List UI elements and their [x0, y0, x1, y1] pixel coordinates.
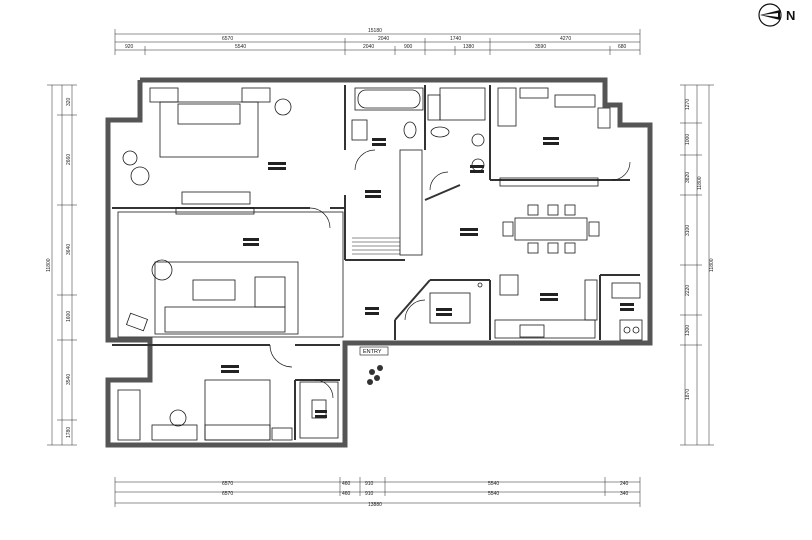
- north-label: N: [786, 8, 795, 23]
- dim-right-6: 1300: [685, 325, 691, 336]
- room-label-marks: [221, 137, 634, 418]
- doors: [269, 149, 631, 399]
- exterior-walls: [105, 77, 653, 448]
- dim-bottom-1-1: 6570: [222, 481, 233, 487]
- dim-bottom-2-3: 910: [365, 491, 374, 497]
- bathroom-1: [351, 87, 424, 256]
- dim-left-2: 2660: [66, 154, 72, 165]
- dim-bottom-1-5: 240: [620, 481, 629, 487]
- dim-left-1: 320: [66, 97, 72, 106]
- bottom-dimensions: [114, 477, 641, 507]
- armchair-icon: [151, 259, 173, 281]
- dim-top-2-4: 900: [404, 44, 413, 50]
- interior-walls: [112, 85, 640, 440]
- bathroom-2: [427, 87, 486, 172]
- dim-bottom-2-1: 6570: [222, 491, 233, 497]
- bathtub: [354, 87, 424, 111]
- dim-right-2: 1000: [685, 134, 691, 145]
- dim-left-5: 3540: [66, 374, 72, 385]
- dim-top-total: 15180: [368, 28, 382, 34]
- utility-room: [429, 282, 483, 324]
- lamp-icon: [122, 150, 138, 166]
- entry: ENTRY: [359, 346, 389, 385]
- dim-right-7: 1870: [685, 389, 691, 400]
- dim-bottom-1-4: 5540: [488, 481, 499, 487]
- dim-top-2-3: 2040: [363, 44, 374, 50]
- dim-right-3: 3820: [685, 172, 691, 183]
- sofa: [164, 306, 286, 333]
- bedroom-bottom: [117, 379, 293, 441]
- dim-top-2-6: 3590: [535, 44, 546, 50]
- left-dimensions: [47, 84, 77, 446]
- dim-bottom-1-2: 460: [342, 481, 351, 487]
- entry-arrow-icon: [367, 365, 383, 385]
- top-dimensions: [114, 29, 641, 55]
- dim-left-6: 1780: [66, 427, 72, 438]
- chair-icon: [130, 166, 150, 186]
- bedroom-top-right: [497, 87, 611, 187]
- dim-top-2-5: 1380: [463, 44, 474, 50]
- right-dimensions: [680, 84, 714, 446]
- north-arrow: N: [758, 3, 795, 27]
- dim-right-4: 3100: [685, 225, 691, 236]
- dim-bottom-2-4: 5540: [488, 491, 499, 497]
- dim-top-2-2: 5540: [235, 44, 246, 50]
- entry-label: ENTRY: [363, 349, 382, 355]
- dining-area: [502, 204, 600, 254]
- dim-bottom-total: 13880: [368, 502, 382, 508]
- dim-top-1-3: 1740: [450, 36, 461, 42]
- dim-right-total-a: 11800: [697, 176, 703, 190]
- master-bedroom: [122, 87, 292, 205]
- bed-bottom: [204, 379, 271, 441]
- dim-left-4: 1600: [66, 311, 72, 322]
- dim-bottom-1-3: 910: [365, 481, 374, 487]
- kitchen: [494, 274, 643, 341]
- dining-table: [514, 217, 588, 241]
- dim-right-1: 1270: [685, 99, 691, 110]
- corridor-hatch: [352, 237, 400, 255]
- dim-right-5: 2220: [685, 285, 691, 296]
- dim-top-2-1: 920: [125, 44, 134, 50]
- bed-master: [159, 101, 259, 158]
- dim-top-1-2: 2040: [378, 36, 389, 42]
- dim-top-1-1: 6570: [222, 36, 233, 42]
- dim-left-total: 11800: [46, 258, 52, 272]
- dim-right-total-b: 11800: [709, 258, 715, 272]
- toilet-icon: [403, 121, 417, 139]
- dim-bottom-2-5: 340: [620, 491, 629, 497]
- living-room: [117, 207, 344, 338]
- dim-left-3: 3640: [66, 244, 72, 255]
- north-arrow-icon: [758, 3, 782, 27]
- dim-bottom-2-2: 460: [342, 491, 351, 497]
- dim-top-1-4: 4270: [560, 36, 571, 42]
- dim-top-2-7: 680: [618, 44, 627, 50]
